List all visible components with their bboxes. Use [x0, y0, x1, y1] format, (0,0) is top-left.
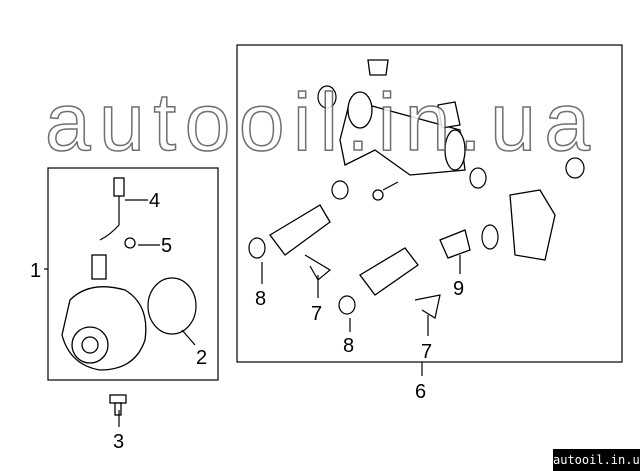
bolt-part [372, 181, 399, 201]
bolt-part [109, 394, 127, 416]
thermostat-housing-part [339, 59, 466, 176]
site-label: autooil.in.ua [553, 449, 640, 471]
o-ring-part [248, 237, 266, 259]
o-ring-part [481, 224, 499, 250]
clip-part [304, 254, 332, 281]
callout-7b: 7 [421, 341, 432, 363]
callout-3: 3 [113, 431, 124, 453]
callout-6: 6 [415, 381, 426, 403]
callout-5: 5 [161, 235, 172, 257]
thermostat-assembly-box [236, 44, 623, 363]
callout-1: 1 [30, 260, 41, 282]
o-ring-part [469, 167, 487, 189]
callout-9: 9 [453, 278, 464, 300]
callout-4: 4 [149, 190, 160, 212]
o-ring-part [565, 157, 585, 179]
o-ring-part [338, 295, 356, 315]
watermark: autooil.in.ua [45, 77, 590, 168]
callout-7a: 7 [311, 303, 322, 325]
leader-lines [44, 199, 461, 427]
clip-part [414, 294, 441, 319]
pump-assembly-box [47, 167, 219, 381]
callout-8a: 8 [255, 288, 266, 310]
o-ring-part [331, 180, 349, 200]
callout-8b: 8 [343, 335, 354, 357]
callout-2: 2 [196, 347, 207, 369]
o-ring-part [317, 85, 337, 109]
water-pump-part [61, 286, 147, 371]
pump-gasket-part [147, 277, 197, 335]
hose-pipe-part [269, 189, 556, 296]
sensor-part [91, 177, 136, 280]
